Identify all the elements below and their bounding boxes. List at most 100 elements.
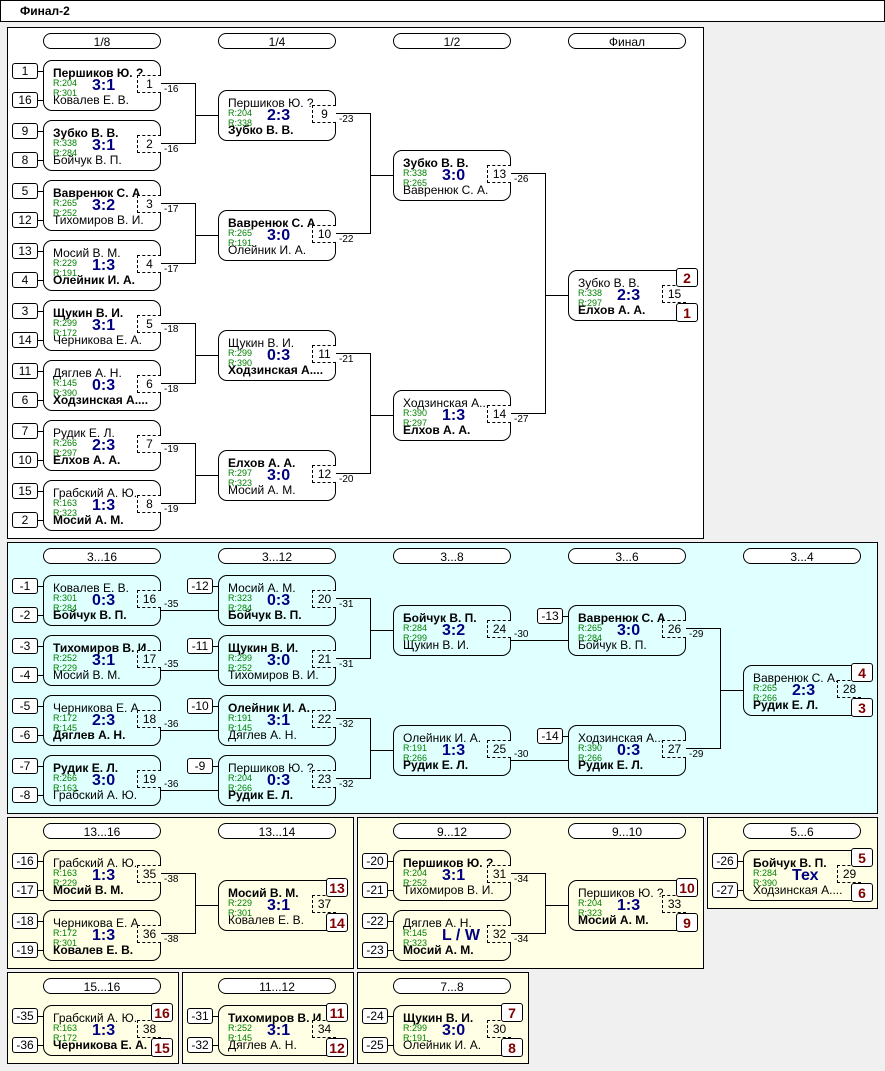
loser-destination: -29 (689, 749, 704, 760)
connector-line (38, 950, 43, 951)
player-1-name: Грабский А. Ю. (53, 1011, 138, 1025)
match-number: 35 (137, 865, 161, 883)
loser-destination: -31 (339, 599, 354, 610)
connector-line (213, 586, 218, 587)
player-2-rating: R:163 (53, 783, 78, 793)
connector-line (195, 475, 218, 476)
seed-slot: -5 (12, 698, 38, 714)
seed-slot: 4 (12, 272, 38, 288)
player-1-rating: R:284 (753, 868, 778, 878)
connector-line (38, 921, 43, 922)
player-2-name: Черникова Е. А. (53, 333, 142, 347)
match-number: 13 (487, 165, 511, 183)
player-1-name: Щукин В. И. (53, 306, 124, 320)
player-2-name: Елхов А. А. (578, 303, 646, 317)
player-1-name: Ходзинская А.... (403, 396, 493, 410)
player-1-rating: R:172 (53, 713, 78, 723)
player-2-name: Ковалев Е. В. (53, 93, 129, 107)
player-1-rating: R:299 (53, 318, 78, 328)
loser-destination: -35 (164, 659, 179, 670)
player-1-rating: R:229 (53, 258, 78, 268)
match-number: 26 (662, 620, 686, 638)
connector-line (213, 1045, 218, 1046)
connector-line (161, 873, 196, 874)
connector-line (38, 131, 43, 132)
connector-line (738, 890, 743, 891)
player-2-name: Бойчук В. П. (53, 608, 127, 622)
seed-slot: 6 (12, 392, 38, 408)
seed-slot: 14 (12, 332, 38, 348)
match-score: 1:3 (92, 497, 116, 514)
player-2-name: Вавренюк С. А. (403, 183, 489, 197)
connector-line (388, 890, 393, 891)
connector-line (563, 736, 568, 737)
connector-line (38, 100, 43, 101)
player-1-name: Черникова Е. А. (53, 916, 142, 930)
player-1-name: Мосий А. М. (228, 581, 296, 595)
connector-line (161, 263, 196, 264)
connector-line (511, 413, 546, 414)
player-1-name: Мосий В. М. (53, 246, 121, 260)
player-2-rating: R:338 (228, 118, 253, 128)
seed-slot: 11 (12, 363, 38, 379)
player-2-name: Ходзинская А.... (753, 883, 843, 897)
seed-slot: -16 (12, 853, 38, 869)
match-score: 1:3 (92, 927, 116, 944)
connector-line (686, 628, 721, 629)
connector-line (720, 628, 721, 749)
connector-line (195, 323, 196, 384)
seed-slot: -10 (187, 698, 213, 714)
connector-line (213, 1016, 218, 1017)
loser-destination: -30 (514, 749, 529, 760)
connector-line (370, 175, 393, 176)
player-1-rating: R:301 (53, 593, 78, 603)
player-1-rating: R:297 (228, 468, 253, 478)
player-1-name: Бойчук В. П. (753, 856, 827, 870)
connector-line (38, 675, 43, 676)
match-score: 3:0 (617, 622, 641, 639)
player-1-rating: R:145 (403, 928, 428, 938)
player-1-name: Щукин В. И. (228, 336, 295, 350)
player-1-rating: R:265 (753, 683, 778, 693)
connector-line (38, 766, 43, 767)
player-1-name: Зубко В. В. (578, 276, 640, 290)
